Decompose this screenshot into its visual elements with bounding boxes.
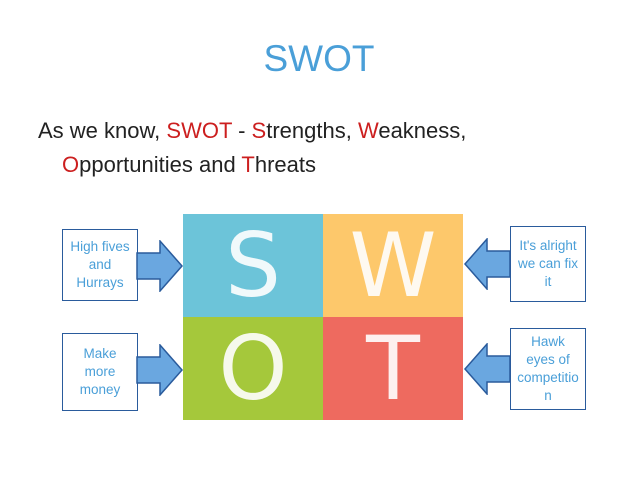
bullet-text: As we know, SWOT - Strengths, Weakness, … [38, 114, 466, 182]
arrow-left-icon [464, 238, 511, 290]
callout-threats: Hawk eyes of competitio n [510, 328, 586, 410]
arrow-right-icon [136, 344, 183, 396]
quadrant-letter-o: O [218, 317, 288, 420]
arrow-left-icon [464, 343, 511, 395]
bullet-segment: S [251, 118, 267, 143]
quadrant-letter-s: S [225, 214, 281, 317]
bullet-segment: pportunities and [79, 152, 242, 177]
bullet-segment: - [231, 118, 252, 143]
callout-strengths: High fives and Hurrays [62, 229, 138, 301]
slide-title: SWOT [263, 38, 375, 79]
quadrant-weakness: W [323, 214, 463, 317]
swot-grid: S W O T [183, 214, 463, 420]
bullet-line-1: As we know, SWOT - Strengths, Weakness, [38, 118, 466, 143]
quadrant-letter-w: W [349, 214, 437, 317]
bullet-line-2: Opportunities and Threats [38, 148, 466, 182]
callout-weakness: It's alright we can fix it [510, 226, 586, 302]
quadrant-opportunities: O [183, 317, 323, 420]
bullet-segment: As we know, [38, 118, 167, 143]
bullet-segment: trengths, [266, 118, 358, 143]
bullet-segment: SWOT [166, 118, 232, 143]
callout-opportunities: Make more money [62, 333, 138, 411]
bullet-segment: W [357, 118, 379, 143]
bullet-segment: hreats [254, 152, 317, 177]
quadrant-strengths: S [183, 214, 323, 317]
arrow-right-icon [136, 240, 183, 292]
bullet-segment: T [241, 152, 255, 177]
quadrant-threats: T [323, 317, 463, 420]
bullet-segment: eakness, [378, 118, 467, 143]
bullet-segment: O [62, 152, 80, 177]
quadrant-letter-t: T [366, 317, 420, 420]
